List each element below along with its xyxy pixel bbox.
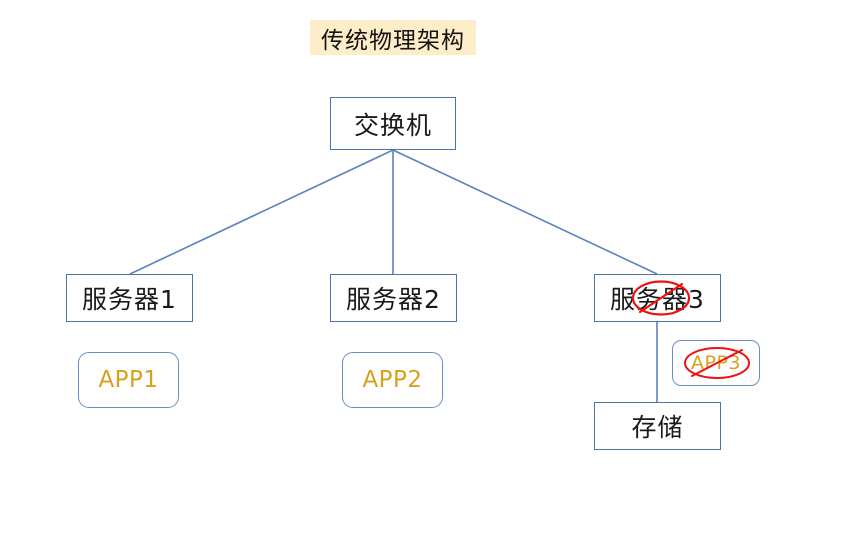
node-server1[interactable]: 服务器1 [66, 274, 193, 322]
node-server1-label: 服务器1 [82, 285, 177, 314]
node-server2-label: 服务器2 [346, 285, 441, 314]
node-app3[interactable]: APP3 [672, 340, 760, 386]
connector-switch-server1 [129, 149, 394, 275]
node-app3-label: APP3 [690, 352, 741, 374]
diagram-title-highlight: 传统物理架构 [310, 20, 476, 55]
node-app2-label: APP2 [362, 367, 423, 393]
node-server3-label: 服务器3 [610, 285, 705, 314]
node-app1[interactable]: APP1 [78, 352, 179, 408]
node-switch[interactable]: 交换机 [330, 97, 456, 150]
page-title: 传统物理架构 [321, 27, 465, 54]
connector-switch-server3 [392, 149, 658, 275]
node-app2[interactable]: APP2 [342, 352, 443, 408]
node-server3[interactable]: 服务器3 [594, 274, 721, 322]
node-server2[interactable]: 服务器2 [330, 274, 457, 322]
node-storage[interactable]: 存储 [594, 402, 721, 450]
node-storage-label: 存储 [631, 413, 684, 442]
node-switch-label: 交换机 [353, 110, 432, 140]
node-app1-label: APP1 [98, 367, 159, 393]
